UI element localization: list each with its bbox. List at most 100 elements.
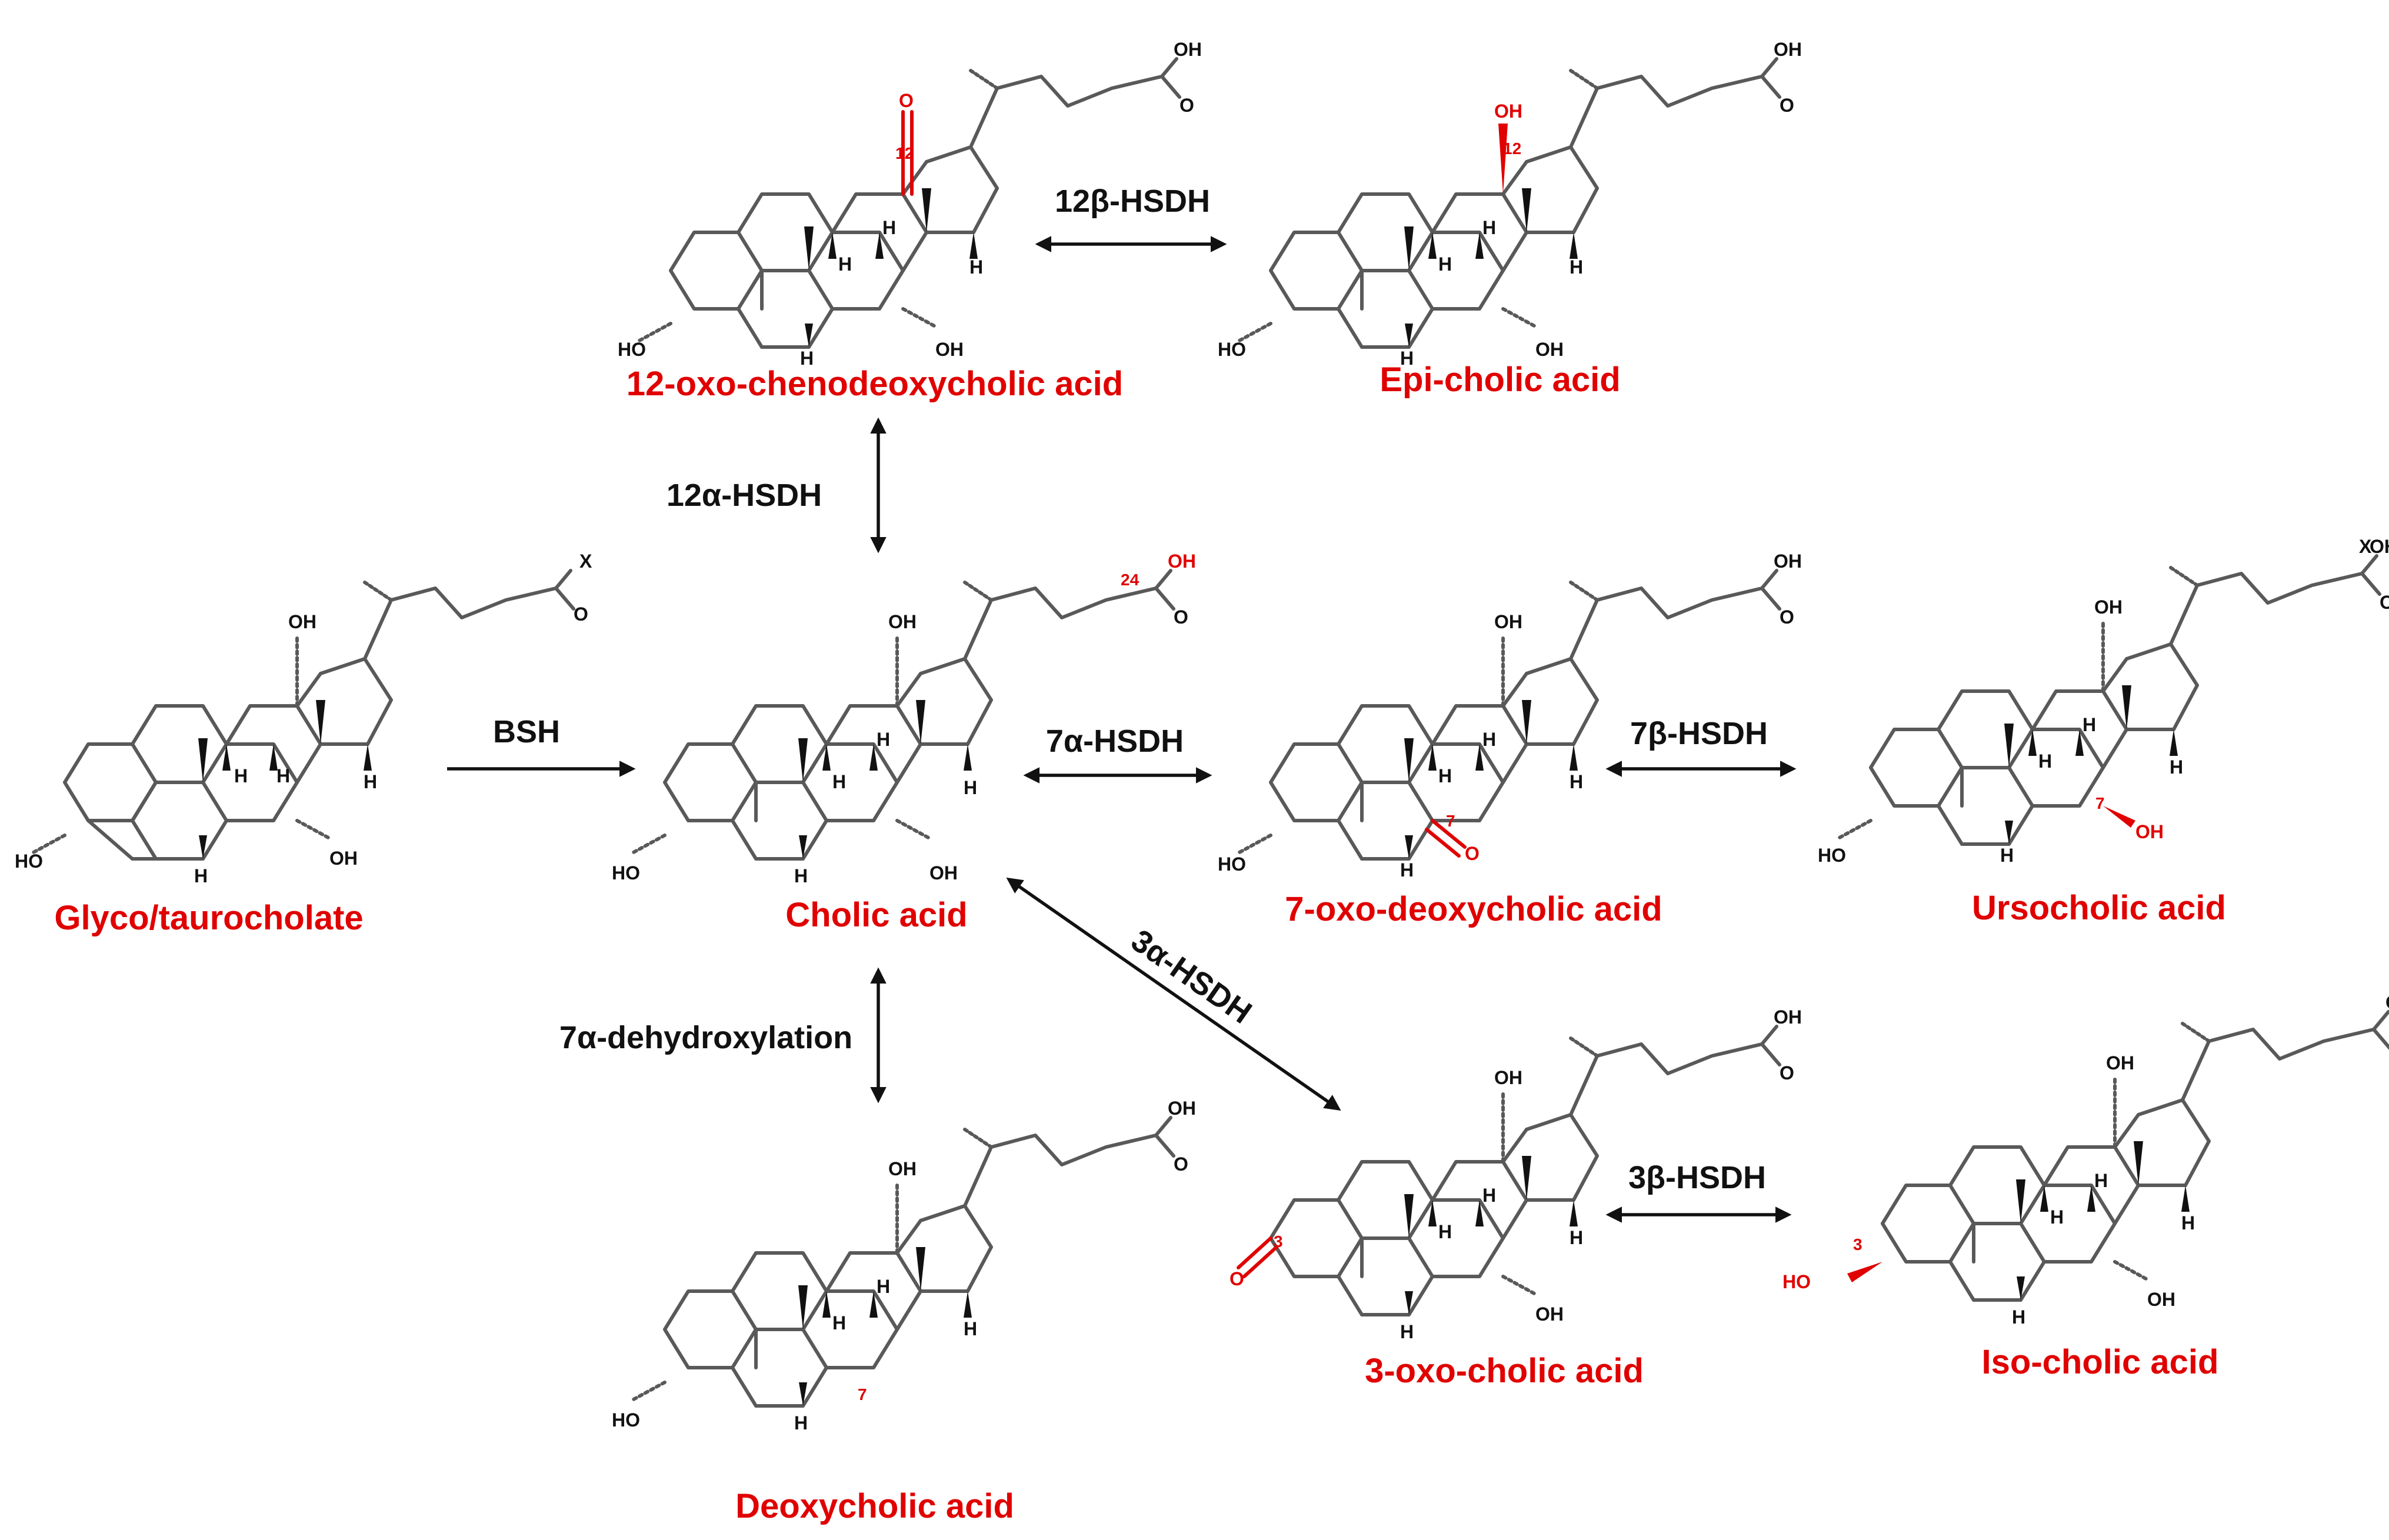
atom-h-c14: H [969,256,983,278]
atom-oh-c7: OH [1535,339,1564,360]
atom-ho-c3: HO [1218,854,1246,875]
atom-o: O [1780,1062,1794,1084]
atom-h-c5: H [1400,348,1414,369]
reaction-7b-hsdh: 7β-HSDH [1605,716,1797,777]
atom-oh-c12: OH [288,611,316,632]
position-label-7: 7 [858,1385,867,1404]
atom-h-c8: H [1482,217,1496,238]
atom-o: O [1780,606,1794,628]
atom-h-c9: H [234,765,248,786]
atom-oh-c7: OH [2147,1289,2175,1310]
enzyme-label-12b-hsdh: 12β-HSDH [1055,184,1210,219]
atom-oh-c7: OH [1535,1304,1564,1325]
atom-h-c5: H [1400,1321,1414,1342]
atom-h-c9: H [1438,254,1452,275]
position-label-3: 3 [1853,1235,1862,1254]
atom-oh-c24: OH [1774,39,1802,60]
arrow-3a-hsdh [1006,877,1341,1111]
compound-12-oxo-chenodeoxycholic-acid: O 12 OH O HO OH H H H H [618,39,1202,369]
reaction-12b-hsdh: 12β-HSDH [1035,184,1227,252]
atom-ho-c3: HO [612,862,640,884]
reaction-bsh: BSH [447,714,636,777]
atom-h-c9: H [2038,751,2052,772]
atom-h-c8: H [1482,729,1496,750]
atom-oh-c12: OH [1494,1067,1522,1088]
atom-h-c14: H [1570,771,1583,792]
enzyme-label-12a-hsdh: 12α-HSDH [667,478,822,513]
atom-o: O [1179,95,1194,116]
atom-h-c9: H [832,1312,846,1334]
atom-oh-c24: OH [1774,551,1802,572]
atom-x: X [2359,536,2372,557]
atom-h-c8: H [2083,714,2096,735]
atom-oh-c24: OH [2385,992,2389,1013]
reaction-7a-hsdh: 7α-HSDH [1023,724,1212,784]
compound-deoxycholic-acid: OH OH O 7 HO H H H H [612,1098,1196,1434]
atom-h-c14: H [964,777,977,798]
compound-name: Cholic acid [785,896,967,934]
compound-iso-cholic-acid: HO 3 OH OH O OH H H H H [1782,992,2389,1328]
compound-glyco-taurocholate: OH X O HO OH H H H H Glyco/taurocholate [15,551,592,937]
atom-h-c8: H [882,217,896,238]
compound-3-oxo-cholic-acid: O 3 OH OH O OH H H H H [1230,1006,1802,1342]
atom-oh-c12: OH [888,611,917,632]
name-ursocholic-acid: Ursocholic acid [1972,889,2226,927]
atom-h-c5: H [794,865,808,886]
atom-h-c5: H [194,865,208,886]
enzyme-label-bsh: BSH [493,714,560,749]
atom-h-c14: H [1570,256,1583,278]
enzyme-label-3b-hsdh: 3β-HSDH [1628,1160,1766,1195]
atom-o: O [1174,606,1188,628]
atom-oh-c24: OH [1774,1006,1802,1028]
compound-ursocholic-acid: OH X OH O OH 7 HO H H H H [1818,536,2389,866]
atom-ho-c3: HO [612,1409,640,1431]
compound-7-oxo-deoxycholic-acid: OH OH O O 7 HO H H H H [1218,551,1802,881]
atom-o: O [2380,592,2389,613]
name-12-oxo-chenodeoxycholic-acid: 12-oxo-chenodeoxycholic acid [627,365,1123,403]
name-deoxycholic-acid: Deoxycholic acid [735,1487,1014,1525]
atom-o-c3: O [1230,1268,1244,1289]
compound-name: Glyco/taurocholate [54,899,363,937]
steroid-skeleton [31,569,575,861]
atom-oh-c24: OH [1168,551,1196,572]
position-label-12: 12 [895,144,914,162]
name-epi-cholic-acid: Epi-cholic acid [1380,361,1620,399]
atom-oh-c12: OH [2106,1052,2134,1074]
atom-oh-c12: OH [1494,611,1522,632]
reaction-12a-hsdh: 12α-HSDH [667,417,887,554]
atom-h-c9: H [838,254,852,275]
atom-oh-c24: OH [2370,536,2389,557]
name-iso-cholic-acid: Iso-cholic acid [1982,1343,2219,1381]
position-label-7: 7 [1446,812,1455,830]
atom-ho-c3: HO [1782,1271,1811,1292]
atom-h-c14: H [364,771,377,792]
enzyme-label-7a-hsdh: 7α-HSDH [1046,724,1184,759]
position-label-12: 12 [1503,139,1521,158]
atom-x: X [579,551,592,572]
name-3-oxo-cholic-acid: 3-oxo-cholic acid [1365,1352,1644,1390]
atom-h-c8: H [877,729,890,750]
atom-h-c5: H [2012,1306,2025,1328]
position-label-24: 24 [1121,571,1139,589]
atom-h-c5: H [794,1412,808,1434]
enzyme-label-7a-dehydroxylation: 7α-dehydroxylation [559,1020,852,1055]
atom-h-c8: H [2094,1170,2108,1191]
atom-h-c5: H [2000,845,2014,866]
atom-h-c5: H [800,348,814,369]
atom-h-c9: H [1438,765,1452,786]
atom-h-c8: H [1482,1185,1496,1206]
atom-h-c14: H [964,1318,977,1339]
atom-oh-c12: OH [2094,596,2123,618]
atom-o-c12: O [899,90,914,111]
reaction-7a-dehydroxylation: 7α-dehydroxylation [559,967,887,1104]
enzyme-label-7b-hsdh: 7β-HSDH [1630,716,1768,751]
atom-h-c9: H [1438,1221,1452,1242]
position-label-3: 3 [1274,1232,1283,1251]
atom-h-c14: H [1570,1227,1583,1248]
atom-h-c8: H [877,1276,890,1297]
enzyme-label-3a-hsdh: 3α-HSDH [1125,923,1258,1031]
atom-oh-c12: OH [1494,101,1522,122]
atom-h-c14: H [2181,1212,2195,1234]
atom-o: O [1780,95,1794,116]
